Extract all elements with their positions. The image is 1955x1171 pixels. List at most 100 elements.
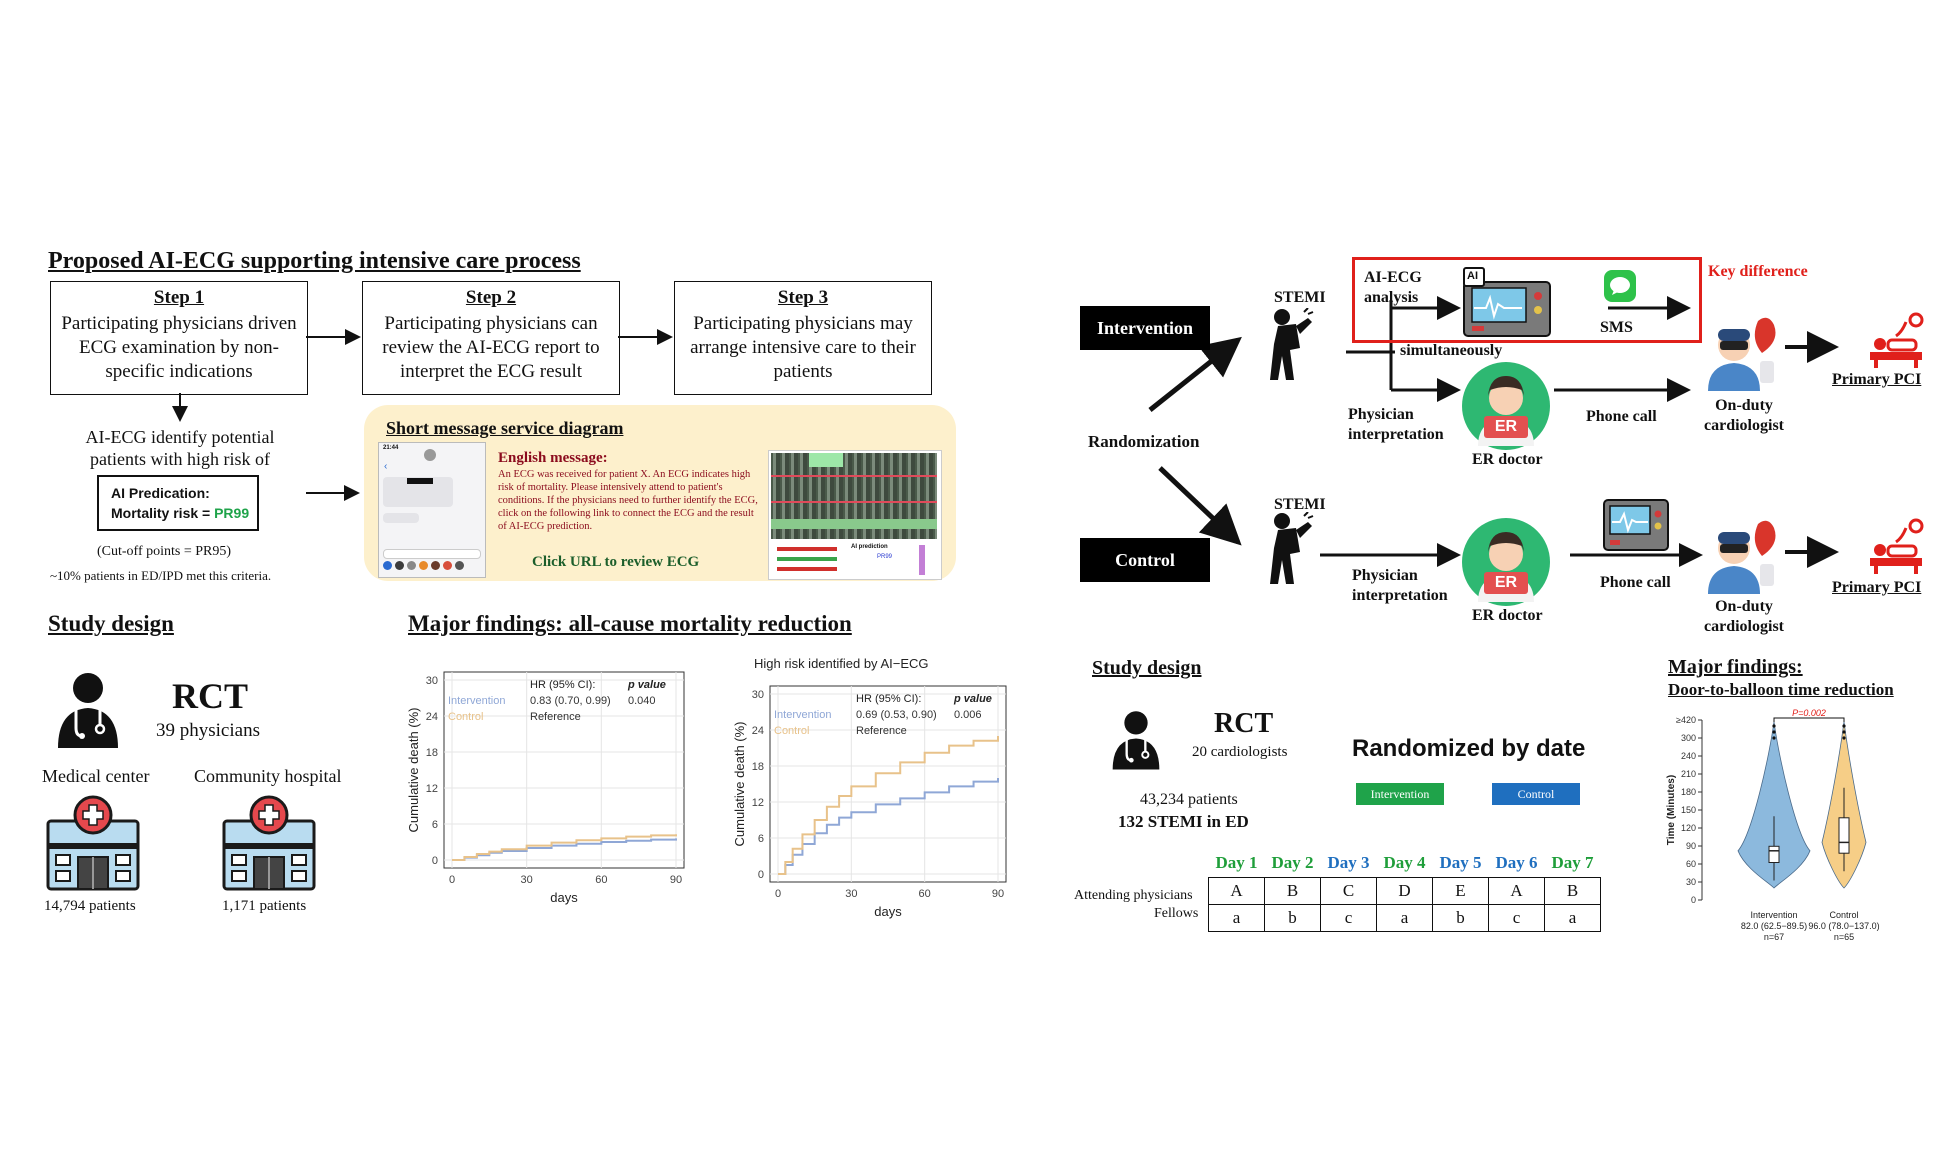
right-major-findings-1: Major findings:: [1668, 656, 1803, 678]
left-physicians-count: 39 physicians: [156, 720, 260, 741]
phone-bubble-2: [383, 513, 419, 523]
y-tick-label: 0: [1691, 895, 1696, 905]
series-line-control: [778, 736, 999, 875]
cardiologist-icon-control: [1708, 520, 1776, 594]
y-tick-label: ≥420: [1676, 715, 1696, 725]
right-physician-icon: [1112, 711, 1160, 770]
ai-chip-label: AI: [1467, 270, 1478, 282]
step-3-box: Step 3 Participating physicians may arra…: [674, 281, 932, 395]
key-difference-frame: [1352, 257, 1702, 343]
step-3-text: Participating physicians may arrange int…: [690, 313, 916, 382]
click-url: Click URL to review ECG: [532, 554, 700, 570]
tag-intervention: Intervention: [1356, 783, 1444, 805]
table-header-hr: HR (95% CI):: [856, 693, 921, 705]
step-2-label: Step 2: [465, 287, 517, 308]
y-axis-label: Cumulative death (%): [732, 722, 747, 847]
x-tick-label: 30: [845, 888, 857, 900]
pci-icon-control: [1870, 518, 1924, 574]
ecg-bar-4: [919, 545, 925, 575]
legend-control: Control: [448, 711, 483, 723]
phone-time: 21:44: [383, 445, 399, 451]
y-tick-label: 180: [1681, 787, 1696, 797]
y-tick-label: 6: [758, 833, 764, 845]
x-tick-label: 30: [521, 874, 533, 886]
er-badge-intervention: ER: [1494, 418, 1518, 435]
ecg-redline-2: [771, 501, 937, 503]
physician-interpretation-1-int: Physician: [1348, 406, 1414, 423]
right-rct: RCT: [1214, 708, 1274, 739]
step-2-box: Step 2 Participating physicians can revi…: [362, 281, 620, 395]
y-tick-label: 24: [426, 711, 438, 723]
right-flow-arrows: [1148, 296, 1839, 568]
monitor-icon-control: [1603, 499, 1669, 551]
physician-interpretation-2-ctrl: interpretation: [1352, 587, 1448, 604]
attending-cell: C: [1320, 877, 1377, 905]
outlier: [1842, 724, 1846, 728]
on-duty-2-control: cardiologist: [1704, 618, 1784, 635]
step-1-label: Step 1: [153, 287, 205, 308]
y-tick-label: 0: [432, 855, 438, 867]
ai-prediction-box: AI Predication: Mortality risk = PR99: [97, 475, 259, 531]
ecg-redline-1: [771, 475, 937, 477]
on-duty-2-intervention: cardiologist: [1704, 417, 1784, 434]
day-3: Day 3: [1327, 853, 1370, 872]
er-doctor-icon-control: [1462, 518, 1550, 606]
phone-input-bar: [383, 549, 481, 559]
left-major-findings: Major findings: all-cause mortality redu…: [408, 611, 852, 636]
y-tick-label: 30: [426, 675, 438, 687]
y-tick-label: 12: [752, 797, 764, 809]
english-heading: English message:: [498, 450, 608, 466]
stemi-label-intervention: STEMI: [1274, 289, 1326, 306]
er-doctor-label-intervention: ER doctor: [1472, 451, 1543, 468]
y-tick-label: 210: [1681, 769, 1696, 779]
plot-frame: [443, 671, 685, 869]
er-badge-control: ER: [1494, 574, 1518, 591]
chart-title: High risk identified by AI−ECG: [754, 656, 929, 671]
box-intervention: [1768, 845, 1780, 864]
fellow-cell: c: [1488, 904, 1545, 932]
on-duty-1-control: On-duty: [1715, 598, 1773, 615]
step-3-label: Step 3: [777, 287, 829, 308]
ecg-report-thumbnail: AI prediction PR99: [768, 450, 942, 580]
x-tick-label: 60: [919, 888, 931, 900]
day-6: Day 6: [1495, 853, 1538, 872]
y-tick-label: 12: [426, 783, 438, 795]
right-stemi-ed: 132 STEMI in ED: [1118, 812, 1249, 831]
group-summary: 96.0 (78.0−137.0): [1808, 921, 1879, 931]
y-tick-label: 90: [1686, 841, 1696, 851]
group-label: Control: [1829, 910, 1858, 920]
significance-label: P=0.002: [1792, 708, 1826, 718]
attending-cell: B: [1544, 877, 1601, 905]
plot-frame: [769, 685, 1007, 883]
fellow-cell: a: [1208, 904, 1265, 932]
fellows-label: Fellows: [1154, 906, 1199, 921]
intervention-label: Intervention: [1080, 306, 1210, 350]
stemi-patient-icon-intervention: [1270, 308, 1314, 380]
ecg-bar-2: [777, 557, 837, 561]
ai-prediction-line1: AI Predication:: [111, 485, 210, 501]
left-rct: RCT: [172, 676, 249, 716]
medical-center-patients: 14,794 patients: [44, 898, 136, 914]
y-tick-label: 120: [1681, 823, 1696, 833]
primary-pci-intervention: Primary PCI: [1832, 371, 1922, 388]
physician-icon: [58, 673, 118, 748]
table-header-p: p value: [953, 693, 992, 705]
sms-label: SMS: [1600, 319, 1633, 336]
y-tick-label: 240: [1681, 751, 1696, 761]
legend-control: Control: [774, 725, 809, 737]
randomized-by-date: Randomized by date: [1352, 735, 1586, 762]
physician-interpretation-2-int: interpretation: [1348, 426, 1444, 443]
outlier: [1772, 730, 1776, 734]
er-doctor-label-control: ER doctor: [1472, 607, 1543, 624]
violin-intervention: [1737, 721, 1811, 889]
cardiologist-icon-intervention: [1708, 317, 1776, 391]
phone-back-icon: ‹: [384, 461, 388, 472]
y-tick-label: 0: [758, 869, 764, 881]
group-n: n=65: [1834, 932, 1854, 942]
x-tick-label: 0: [449, 874, 455, 886]
group-summary: 82.0 (62.5−89.5): [1741, 921, 1807, 931]
y-tick-label: 6: [432, 819, 438, 831]
ai-ecg-label-1: AI-ECG: [1364, 269, 1422, 286]
